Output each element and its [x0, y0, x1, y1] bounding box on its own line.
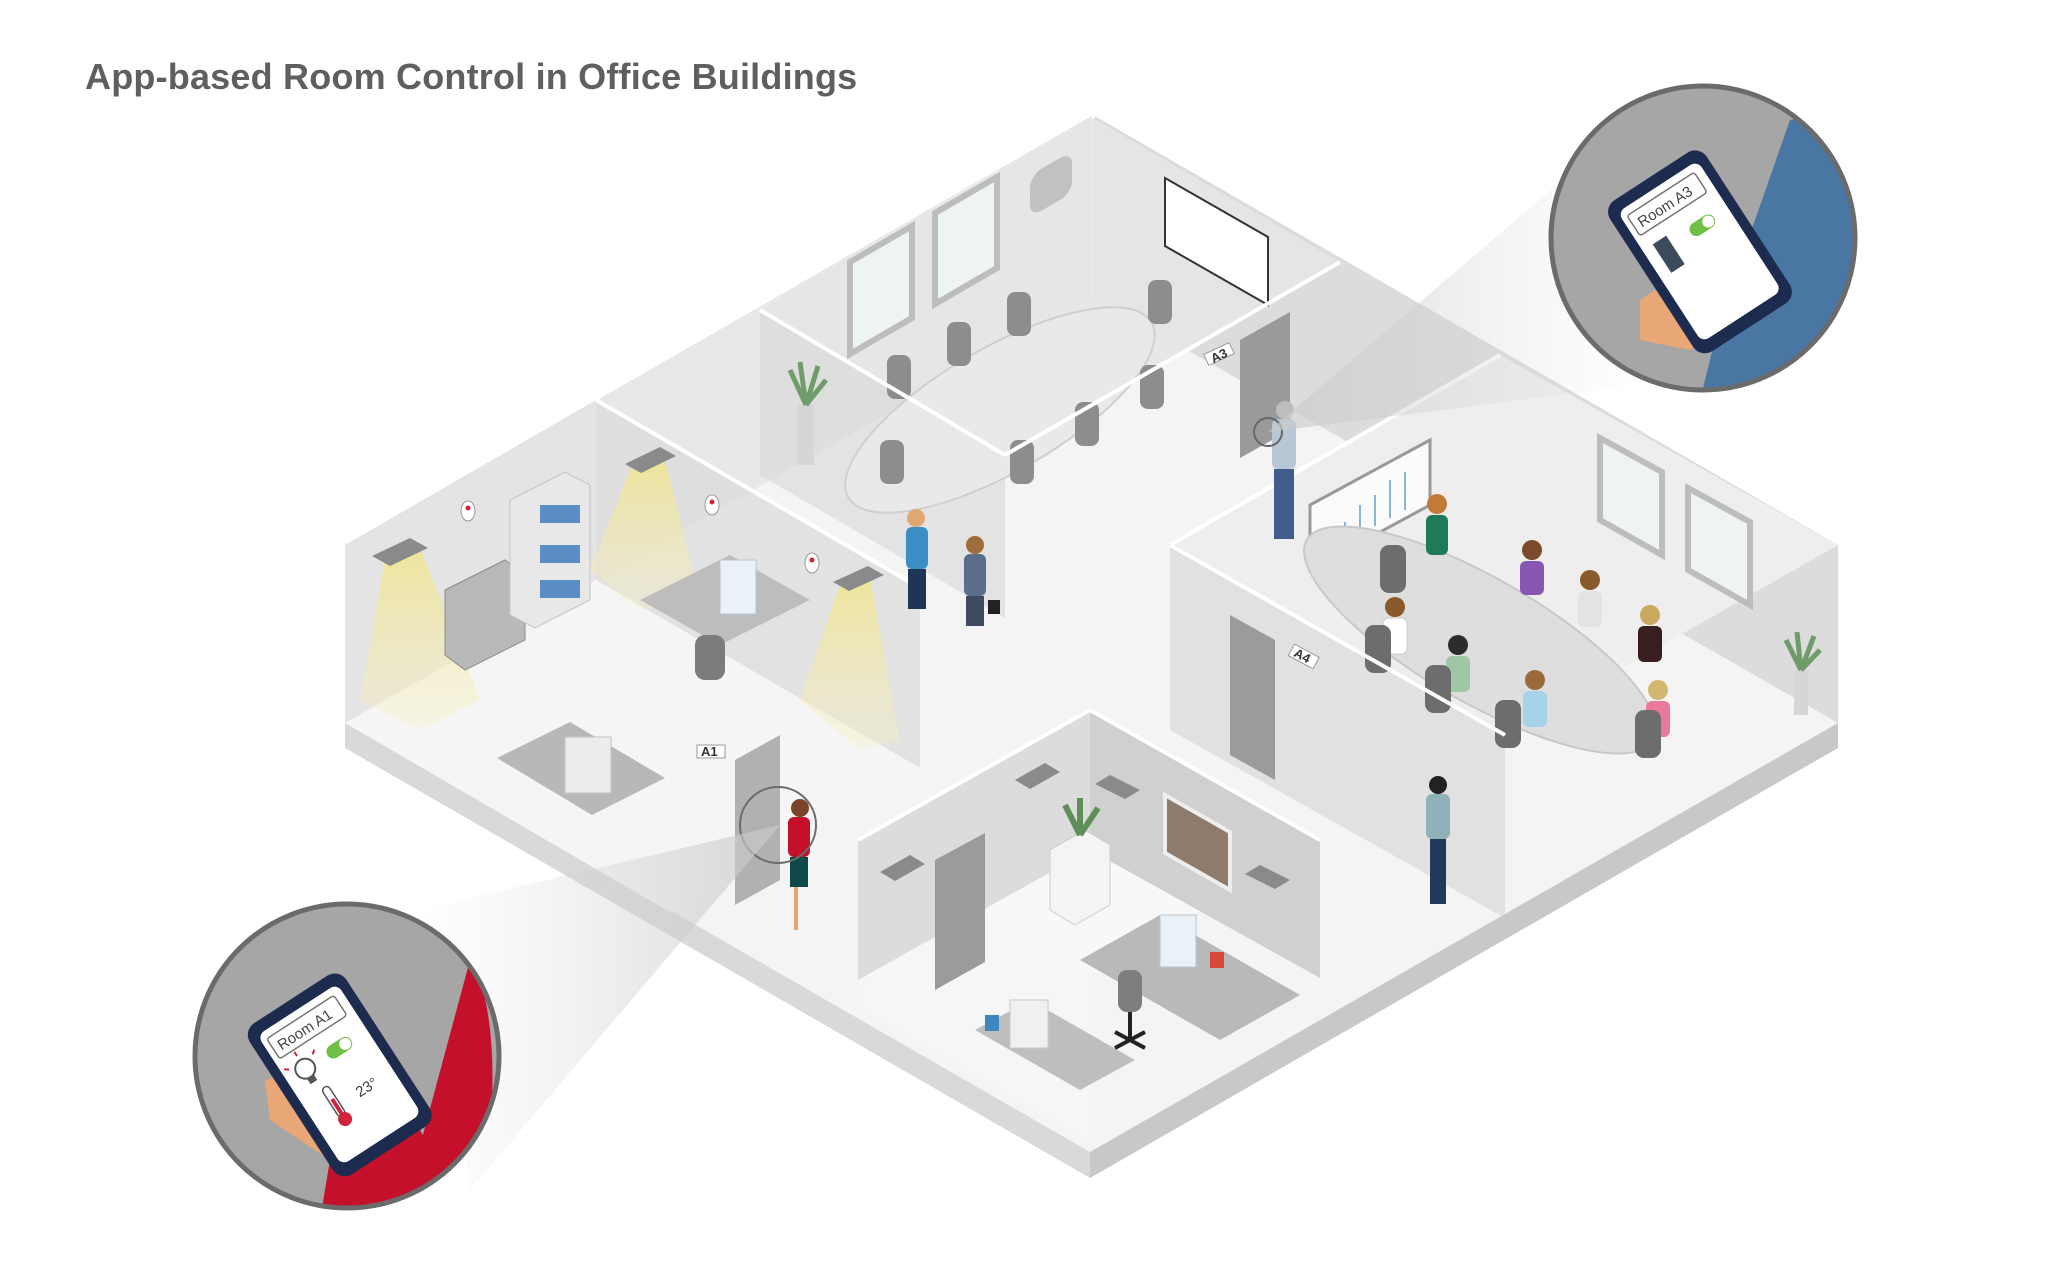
woman-grey-suit — [964, 536, 1000, 626]
callout-cone-bottom-left — [420, 825, 780, 1190]
phone-a3: Room A3 — [1608, 150, 1792, 354]
room-label-a4: A4 — [1291, 645, 1313, 666]
phone-a1: Room A1 23° — [247, 973, 432, 1177]
plant-icon — [787, 361, 828, 465]
callout-room-a3: Room A3 — [1548, 83, 1858, 393]
man-at-door-a3 — [1253, 401, 1296, 539]
room-label-a3: A3 — [1208, 345, 1229, 366]
callout-cone-top-right — [1268, 165, 1640, 432]
woman-blue-jacket — [906, 509, 928, 609]
woman-red-top-at-door-a1 — [739, 786, 817, 930]
room-a1-office: A1 — [345, 400, 920, 912]
callout-room-a1: Room A1 23° — [192, 901, 502, 1211]
corridor-people — [739, 401, 1450, 930]
page-title: App-based Room Control in Office Buildin… — [85, 56, 858, 97]
door-icon — [1652, 235, 1685, 273]
room-conference-top: A3 — [760, 118, 1340, 618]
woman-teal-cardigan — [1426, 776, 1450, 904]
room-label-a1: A1 — [701, 744, 718, 759]
thermometer-icon — [321, 1085, 353, 1127]
light-bulb-icon — [284, 1049, 318, 1085]
interior-walls — [594, 260, 1506, 842]
plant-icon — [1783, 631, 1822, 715]
